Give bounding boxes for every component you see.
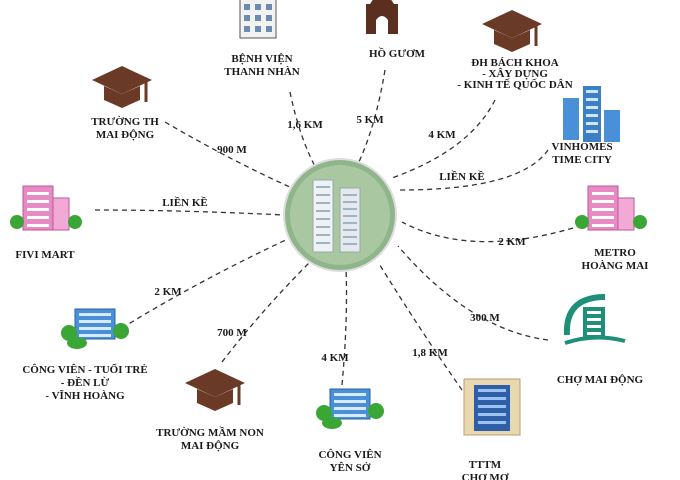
park-building-icon: [316, 388, 384, 429]
connector-line-truong-th: [164, 121, 293, 189]
location-label: - ĐỀN LỪ: [61, 376, 110, 389]
location-label: TIME CITY: [552, 154, 612, 166]
location-label: CÔNG VIÊN: [318, 448, 381, 461]
location-label: TRƯỜNG TH: [91, 116, 159, 128]
location-label: CHỢ MƠ: [462, 472, 509, 480]
location-label: VINHOMES: [551, 141, 612, 153]
location-label: HỒ GƯƠM: [369, 47, 426, 60]
distance-label: 5 KM: [356, 114, 384, 126]
project-building-image: [283, 158, 397, 272]
location-cho-mai-dong: CHỢ MAI ĐỘNG 300 M: [470, 294, 644, 386]
park-building-icon: [61, 308, 129, 349]
distance-label: LIỀN KỀ: [162, 196, 208, 209]
mall-icon: [463, 378, 521, 436]
distance-label: LIỀN KỀ: [439, 170, 485, 183]
location-label: MAI ĐỘNG: [181, 439, 240, 452]
connector-line-dh-bach-khoa: [391, 99, 496, 179]
connector-line-vinhomes: [399, 149, 549, 191]
connector-line-cong-vien-yen-so: [341, 267, 348, 386]
distance-label: 700 M: [217, 327, 247, 339]
building-icon: [239, 0, 277, 39]
blue-towers-icon: [563, 86, 620, 142]
connector-line-fivi-mart: [94, 209, 285, 216]
location-label: - XÂY DỰNG: [482, 68, 548, 80]
location-cong-vien-tuoi-tre: CÔNG VIÊN - TUỔI TRẺ- ĐỀN LỪ- VĨNH HOÀNG…: [22, 286, 182, 402]
location-fivi-mart: FIVI MART LIỀN KỀ: [10, 185, 208, 261]
location-label: TTTM: [469, 459, 502, 471]
distance-label: 4 KM: [428, 129, 456, 141]
location-label: ĐH BÁCH KHOA: [471, 57, 558, 69]
distance-label: 2 KM: [154, 286, 182, 298]
location-label: - VĨNH HOÀNG: [45, 390, 125, 402]
location-label: METRO: [594, 247, 636, 259]
location-label: FIVI MART: [15, 249, 75, 261]
location-ho-guom: HỒ GƯƠM 5 KM: [356, 0, 426, 126]
connector-line-benh-vien: [289, 91, 319, 173]
location-label: YÊN SỞ: [330, 462, 371, 474]
location-label: BỆNH VIỆN: [231, 52, 292, 65]
graduation-cap-icon: [92, 66, 152, 108]
location-label: THANH NHÀN: [224, 66, 300, 78]
market-logo-icon: [563, 294, 626, 345]
graduation-cap-icon: [482, 10, 542, 52]
distance-label: 1,8 KM: [412, 347, 448, 359]
connector-line-tttm-cho-mo: [377, 261, 463, 391]
connector-line-ho-guom: [355, 69, 386, 169]
location-label: MAI ĐỘNG: [96, 128, 155, 141]
location-label: - KINH TẾ QUỐC DÂN: [457, 78, 572, 91]
graduation-cap-icon: [185, 369, 245, 411]
location-label: TRƯỜNG MẦM NON: [156, 426, 264, 439]
location-label: CÔNG VIÊN - TUỔI TRẺ: [22, 363, 147, 376]
connector-line-cong-vien-tuoi-tre: [121, 237, 291, 329]
distance-label: 300 M: [470, 312, 500, 324]
connector-line-metro: [401, 221, 574, 243]
distance-label: 4 KM: [321, 352, 349, 364]
pink-building-icon: [575, 185, 647, 231]
pink-building-icon: [10, 185, 82, 231]
connector-line-cho-mai-dong: [397, 245, 549, 341]
pagoda-tower-icon: [366, 0, 398, 34]
location-label: HOÀNG MAI: [582, 260, 649, 272]
connector-line-mam-non: [221, 261, 311, 363]
location-dh-bach-khoa: ĐH BÁCH KHOA- XÂY DỰNG- KINH TẾ QUỐC DÂN…: [428, 10, 573, 141]
location-label: CHỢ MAI ĐỘNG: [557, 373, 644, 386]
distance-label: 1,6 KM: [287, 119, 323, 131]
distance-label: 2 KM: [498, 236, 526, 248]
distance-label: 900 M: [217, 144, 247, 156]
